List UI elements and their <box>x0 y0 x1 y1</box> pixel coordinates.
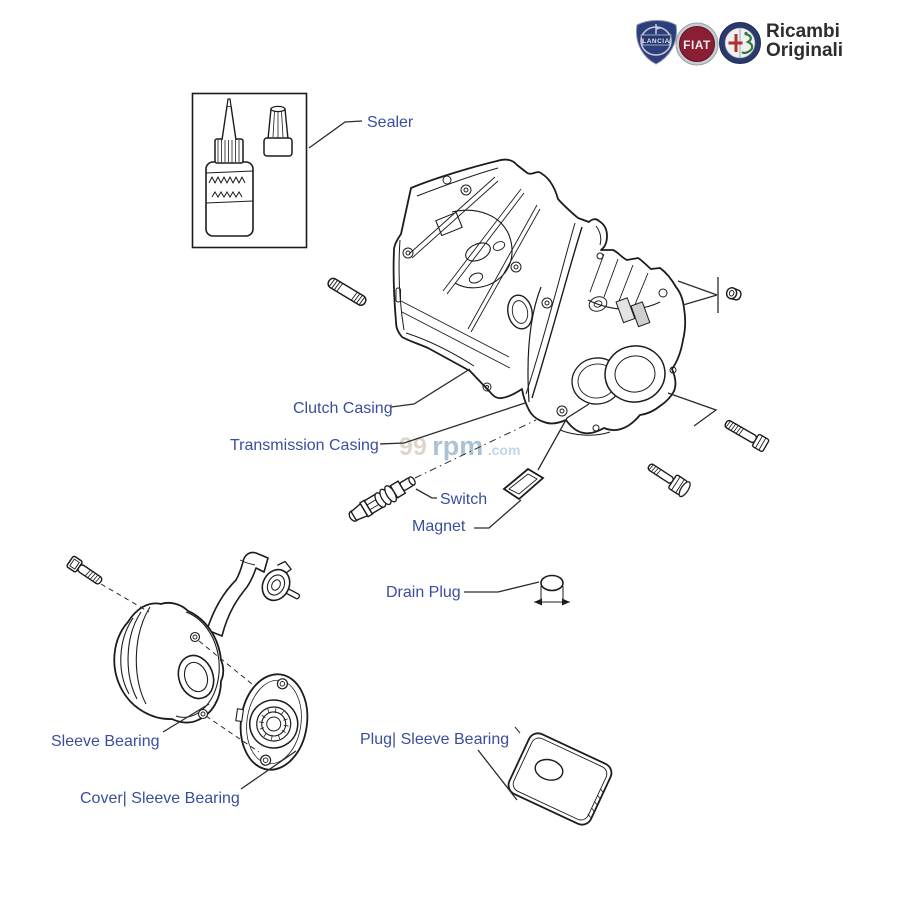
label-cover-sleeve-bearing: Cover| Sleeve Bearing <box>80 790 240 807</box>
brand-text: Ricambi Originali <box>766 22 843 60</box>
lancia-logo: LANCIA <box>635 20 677 65</box>
label-plug-sleeve-bearing: Plug| Sleeve Bearing <box>360 731 509 748</box>
plug-cap-leader <box>677 277 719 313</box>
sleeve-bearing-leader <box>162 703 210 733</box>
stud-bolt <box>327 277 367 306</box>
sleeve-bearing-illustration <box>113 601 225 724</box>
bell-opening <box>507 294 533 330</box>
switch-dash-line <box>414 419 537 479</box>
plug-plate-illustration <box>507 732 613 826</box>
bell-plate <box>435 211 463 237</box>
axle-opening <box>604 345 666 403</box>
label-switch: Switch <box>440 491 487 508</box>
fiat-logo: FIAT <box>675 22 719 66</box>
drain-plug-illustration <box>534 574 570 606</box>
bolt-leader <box>667 392 718 427</box>
alfa-serpent <box>741 32 754 55</box>
mounting-bolt <box>66 555 103 585</box>
bearing-pipe <box>206 551 269 637</box>
clutch-dome <box>451 209 513 289</box>
sealer-frame <box>191 92 308 249</box>
stud-with-nut <box>647 463 691 498</box>
alfa-romeo-logo <box>719 22 761 64</box>
plug-plate-leader <box>477 749 518 801</box>
plug-cap <box>725 287 742 301</box>
cover-leader <box>240 750 297 790</box>
gearbox-illustration <box>392 158 686 436</box>
cover-dash-line-1 <box>198 640 253 685</box>
label-clutch-casing: Clutch Casing <box>293 400 393 417</box>
switch-leader <box>415 488 437 499</box>
drain-plug-leader <box>464 581 540 593</box>
lancia-wordmark: LANCIA <box>642 38 670 45</box>
brand-line-1: Ricambi <box>766 21 840 42</box>
label-sealer: Sealer <box>367 114 414 131</box>
magnet-illustration <box>502 467 545 501</box>
hex-bolt <box>724 419 770 453</box>
watermark: 99 rpm .com <box>399 431 520 461</box>
label-magnet: Magnet <box>412 518 466 535</box>
cover-illustration <box>235 673 309 771</box>
switch-illustration <box>348 476 416 522</box>
clutch-casing-leader <box>390 368 471 408</box>
leader-lines <box>100 120 719 801</box>
fiat-wordmark: FIAT <box>683 38 711 52</box>
trans-bolt-holes <box>541 252 677 432</box>
hydraulic-fitting <box>261 560 301 602</box>
transmission-casing-leader <box>379 402 526 445</box>
magnet-leader <box>474 499 522 529</box>
cover-dash-line-2 <box>205 715 260 753</box>
label-drain-plug: Drain Plug <box>386 584 461 601</box>
bolt-dash-line <box>100 583 150 613</box>
magnet-to-casing-line <box>537 403 590 471</box>
casing-joint <box>531 226 583 399</box>
bell-bolt-holes <box>395 175 522 392</box>
sealer-illustration <box>191 92 308 249</box>
label-transmission-casing: Transmission Casing <box>230 437 379 454</box>
brand-line-2: Originali <box>766 40 844 61</box>
sealer-leader <box>308 120 363 149</box>
label-sleeve-bearing: Sleeve Bearing <box>51 733 160 750</box>
sealer-nozzle <box>221 105 237 141</box>
